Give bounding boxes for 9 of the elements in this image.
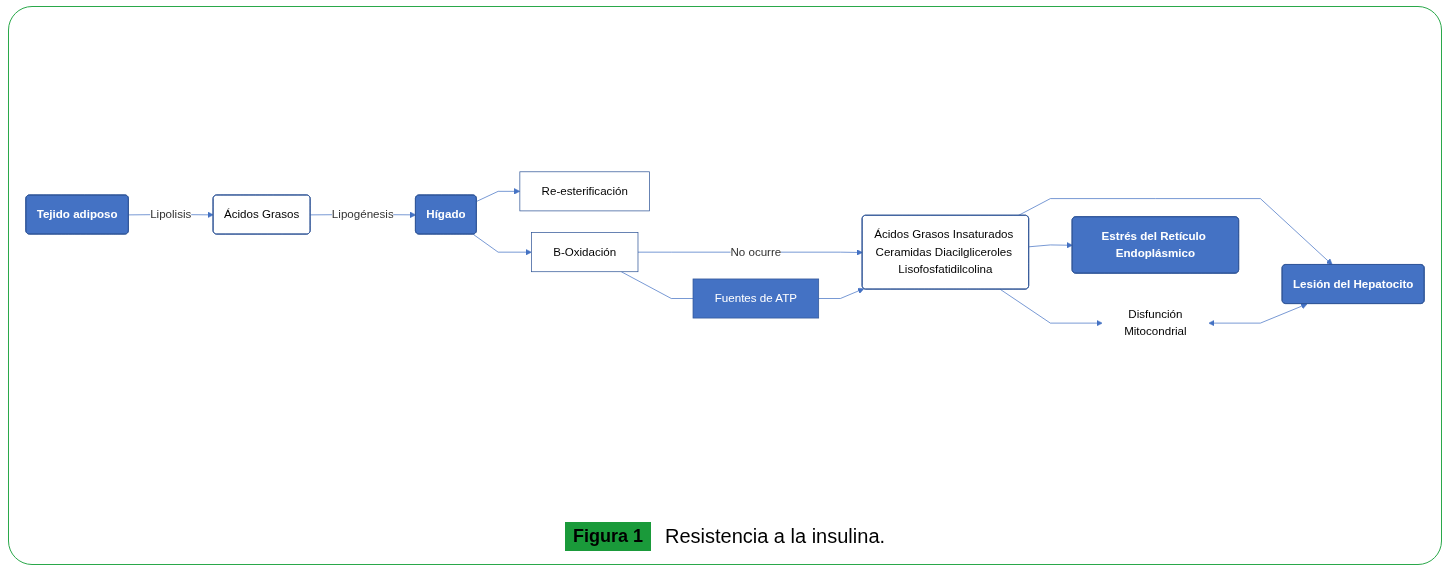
edge-label: No ocurre	[730, 246, 782, 259]
node-box: B-Oxidación	[531, 232, 639, 273]
node-text: Disfunción Mitocondrial	[1124, 308, 1187, 339]
node-box: Re-esterificación	[519, 171, 650, 212]
figure-number-badge: Figura 1	[564, 522, 651, 551]
edge-label: Lipolisis	[150, 208, 192, 221]
caption: Resistencia a la insulina.	[664, 525, 886, 548]
edge-label: Lipogénesis	[331, 208, 394, 221]
node-box: Fuentes de ATP	[692, 279, 820, 319]
